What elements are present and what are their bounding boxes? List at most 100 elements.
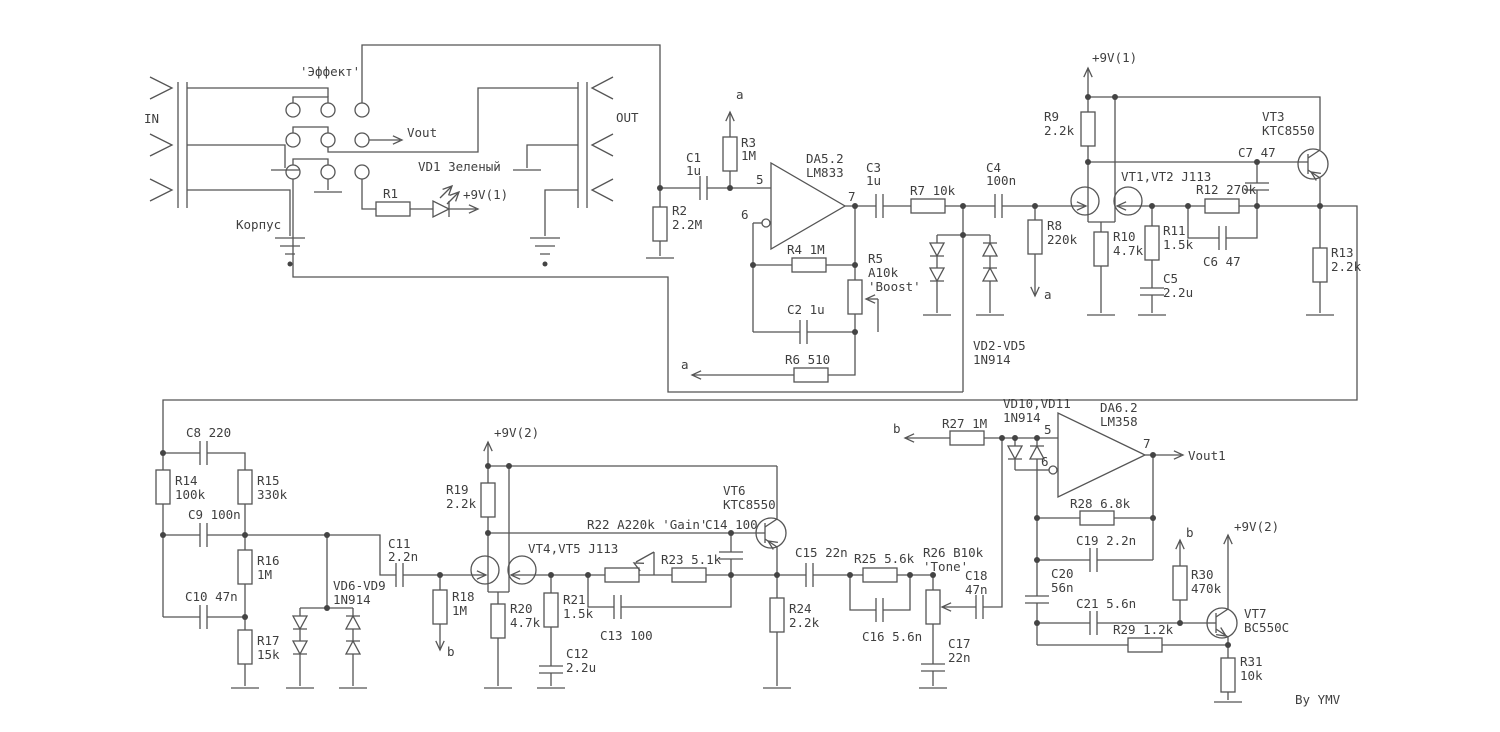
wire xyxy=(849,575,876,611)
junction-dot xyxy=(1150,515,1156,521)
label-r25: R25 5.6k xyxy=(854,551,915,566)
opamp-triangle xyxy=(1057,411,1147,499)
junction-dot xyxy=(585,572,591,578)
led-triangle xyxy=(432,199,451,219)
wire xyxy=(292,179,963,393)
label-r10-val: 4.7k xyxy=(1113,243,1144,258)
label-c7: C7 47 xyxy=(1238,145,1276,160)
label-r17-ref: R17 xyxy=(257,633,280,648)
label-r15-val: 330k xyxy=(257,487,288,502)
label-vd10-11-val: 1N914 xyxy=(1003,410,1041,425)
label-chassis: Корпус xyxy=(236,217,281,232)
label-r21-val: 1.5k xyxy=(563,606,594,621)
label-c4-val: 100n xyxy=(986,173,1016,188)
label-net-b-r18: b xyxy=(447,644,455,659)
arrowhead xyxy=(690,370,702,380)
resistor xyxy=(1027,219,1043,255)
arrowhead xyxy=(435,640,445,652)
arrowhead xyxy=(766,540,778,550)
label-c2: C2 1u xyxy=(787,302,825,317)
arrowhead xyxy=(442,184,454,196)
chassis-ground-dot xyxy=(542,261,548,267)
label-c5-val: 2.2u xyxy=(1163,285,1193,300)
label-net-a-r6: a xyxy=(681,357,689,372)
label-vd2-5-val: 1N914 xyxy=(973,352,1011,367)
wire xyxy=(149,133,174,157)
label-credit: By YMV xyxy=(1295,692,1341,707)
arrowhead xyxy=(1076,201,1088,211)
label-c17-ref: C17 xyxy=(948,636,971,651)
diode xyxy=(344,639,362,655)
capacitor xyxy=(994,194,1003,218)
junction-dot xyxy=(242,532,248,538)
junction-dot xyxy=(437,572,443,578)
label-da6-ref: DA6.2 xyxy=(1100,400,1138,415)
wire xyxy=(590,178,614,202)
resistor xyxy=(862,567,898,583)
junction-dot xyxy=(852,203,858,209)
resistor xyxy=(237,549,253,585)
label-net-b-r27: b xyxy=(893,421,901,436)
label-pin5a: 5 xyxy=(756,172,764,187)
resistor xyxy=(1172,565,1188,601)
label-r17-val: 15k xyxy=(257,647,280,662)
diode xyxy=(344,614,362,630)
label-c10: C10 47n xyxy=(185,589,238,604)
label-r13-ref: R13 xyxy=(1331,245,1354,260)
label-r29: R29 1.2k xyxy=(1113,622,1174,637)
label-pin7a: 7 xyxy=(848,189,856,204)
wire xyxy=(292,158,329,165)
label-r14-val: 100k xyxy=(175,487,206,502)
label-da5-ref: DA5.2 xyxy=(806,151,844,166)
label-r18-val: 1M xyxy=(452,603,467,618)
resistor xyxy=(910,198,946,214)
label-r16-val: 1M xyxy=(257,567,272,582)
label-r10-ref: R10 xyxy=(1113,229,1136,244)
label-pin6b: 6 xyxy=(1041,454,1049,469)
resistor xyxy=(722,136,738,172)
diode xyxy=(291,640,309,656)
junction-dot xyxy=(1085,159,1091,165)
arrowhead xyxy=(1115,201,1127,211)
label-r5-name: 'Boost' xyxy=(868,279,921,294)
label-vt45: VT4,VT5 J113 xyxy=(528,541,618,556)
capacitor xyxy=(1089,548,1098,572)
junction-dot xyxy=(1034,515,1040,521)
capacitor xyxy=(199,605,208,629)
transistor-body xyxy=(1206,607,1238,639)
label-vout1: Vout1 xyxy=(1188,448,1226,463)
capacitor xyxy=(699,176,708,200)
switch-contact xyxy=(354,102,370,118)
label-r4: R4 1M xyxy=(787,242,825,257)
label-vt3-val: KTC8550 xyxy=(1262,123,1315,138)
label-vd1: VD1 Зеленый xyxy=(418,159,501,174)
resistor xyxy=(769,597,785,633)
arrowhead xyxy=(1083,66,1093,78)
diode xyxy=(928,267,946,283)
resistor xyxy=(1093,231,1109,267)
diode xyxy=(928,242,946,258)
label-plus9v2-rail: +9V(2) xyxy=(494,425,539,440)
label-r11-val: 1.5k xyxy=(1163,237,1194,252)
label-r23: R23 5.1k xyxy=(661,552,722,567)
label-jack-in: IN xyxy=(144,111,159,126)
resistor xyxy=(1220,657,1236,693)
capacitor xyxy=(719,551,743,560)
wire xyxy=(439,185,453,199)
resistor xyxy=(237,629,253,665)
label-vt6-ref: VT6 xyxy=(723,483,746,498)
wire xyxy=(149,178,174,202)
resistor xyxy=(671,567,707,583)
arrowhead xyxy=(468,204,480,214)
label-c3-ref: C3 xyxy=(866,160,881,175)
label-c12-ref: C12 xyxy=(566,646,589,661)
label-r26-name: 'Tone' xyxy=(923,559,968,574)
label-c11-ref: C11 xyxy=(388,536,411,551)
label-plus9v1-led: +9V(1) xyxy=(463,187,508,202)
label-c12-val: 2.2u xyxy=(566,660,596,675)
capacitor xyxy=(799,320,808,344)
resistor xyxy=(925,589,941,625)
wire xyxy=(327,87,578,153)
